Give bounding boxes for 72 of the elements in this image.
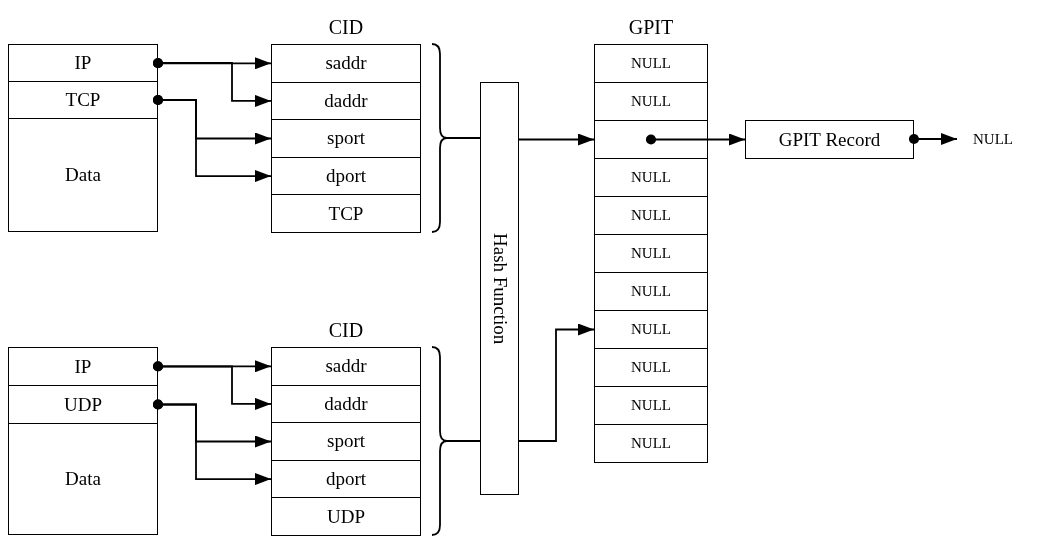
field-label: NULL — [631, 245, 671, 262]
table-heading: CID — [327, 318, 365, 343]
arrow — [152, 94, 272, 183]
field-label: daddr — [324, 392, 368, 415]
arrow — [908, 133, 958, 145]
field-cell — [745, 120, 914, 159]
field-cell — [8, 385, 158, 424]
field-cell — [594, 424, 708, 463]
field-cell — [271, 497, 421, 536]
field-label: daddr — [324, 89, 368, 112]
field-cell — [8, 81, 158, 119]
null-label: NULL — [973, 130, 1013, 148]
brace-connector — [431, 43, 481, 233]
field-label: IP — [74, 355, 92, 378]
field-cell — [271, 81, 421, 121]
field-label: dport — [325, 468, 367, 491]
arrow — [518, 133, 595, 146]
field-cell — [271, 44, 421, 83]
arrow — [518, 323, 595, 442]
field-cell — [594, 82, 708, 121]
field-cell — [8, 44, 158, 82]
field-label: Data — [65, 164, 101, 186]
field-label: NULL — [631, 55, 671, 72]
field-cell — [594, 386, 708, 425]
field-label: NULL — [631, 321, 671, 338]
field-cell — [271, 347, 421, 386]
field-label: IP — [74, 52, 92, 74]
arrow — [152, 399, 272, 486]
field-label: Data — [65, 468, 101, 490]
field-cell — [271, 194, 421, 233]
hash-function-box — [480, 82, 519, 495]
field-cell — [271, 119, 421, 158]
empty-cell — [594, 120, 708, 159]
field-cell — [271, 422, 421, 461]
field-label: sport — [327, 430, 365, 453]
field-cell — [594, 234, 708, 273]
field-cell — [594, 272, 708, 311]
field-cell — [594, 44, 708, 83]
field-label: NULL — [631, 359, 671, 376]
arrow — [645, 133, 746, 146]
field-label: dport — [325, 165, 367, 188]
field-label: sport — [327, 127, 365, 150]
field-cell — [271, 156, 421, 196]
field-cell — [271, 384, 421, 424]
field-label: saddr — [325, 355, 367, 378]
field-cell — [8, 423, 158, 535]
field-cell — [8, 347, 158, 386]
field-label: TCP — [328, 202, 364, 225]
field-label: UDP — [327, 505, 365, 528]
field-cell — [594, 310, 708, 349]
field-label: GPIT Record — [778, 128, 881, 151]
arrow — [152, 361, 272, 410]
function-label: Hash Function — [488, 232, 511, 345]
arrow — [152, 57, 272, 107]
field-label: NULL — [631, 207, 671, 224]
table-heading: CID — [327, 15, 365, 40]
field-label: NULL — [631, 397, 671, 414]
field-label: NULL — [631, 169, 671, 186]
field-label: NULL — [631, 435, 671, 452]
table-heading: GPIT — [627, 15, 675, 40]
field-cell — [594, 196, 708, 235]
field-label: TCP — [65, 89, 101, 111]
brace-connector — [431, 346, 481, 536]
field-cell — [271, 459, 421, 499]
field-cell — [594, 348, 708, 387]
arrow — [152, 57, 272, 70]
field-label: saddr — [325, 52, 367, 75]
field-label: NULL — [631, 93, 671, 110]
field-cell — [8, 118, 158, 232]
field-label: NULL — [631, 283, 671, 300]
field-label: UDP — [64, 393, 102, 416]
field-cell — [594, 158, 708, 197]
